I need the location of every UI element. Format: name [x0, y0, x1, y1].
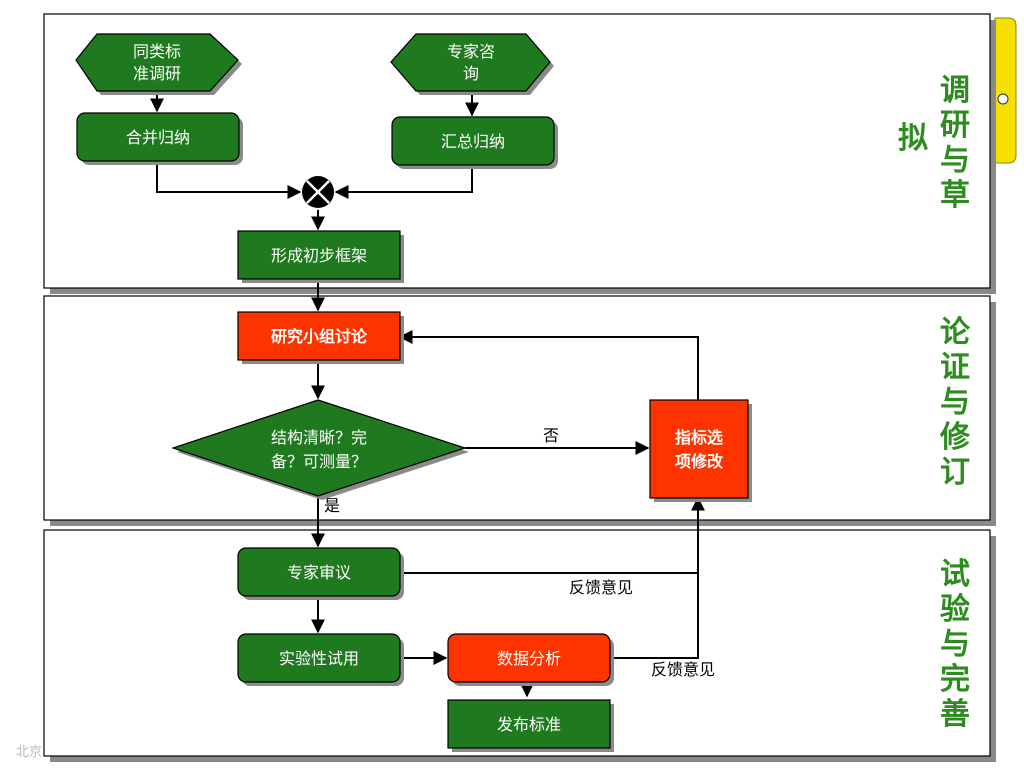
node-label-line: 准调研 [133, 64, 181, 83]
stage-label-char: 论 [940, 315, 971, 350]
connectors [150, 92, 705, 698]
tab-hole-icon [997, 93, 1009, 105]
node-collect-summarize: 汇总归纳 [391, 116, 558, 169]
node-label-line: 研究小组讨论 [271, 327, 368, 346]
node-label-line: 询 [463, 64, 479, 83]
stage-panel-2 [43, 295, 996, 526]
node-label-line: 项修改 [675, 452, 724, 471]
stage-label-char: 调 [940, 73, 970, 108]
stage-label-char: 验 [940, 592, 970, 627]
node-label-line: 合并归纳 [126, 128, 190, 147]
node-label-line: 专家咨 [447, 42, 495, 61]
edge-label-feedback-analysis: 反馈意见 [651, 660, 715, 679]
stage-label-char: 与 [940, 385, 970, 420]
stage-label-char: 研 [940, 108, 970, 143]
stage-label-char: 订 [940, 455, 970, 490]
node-merge-summarize: 合并归纳 [76, 112, 243, 165]
edge-revision-to-discussion [398, 330, 699, 400]
node-label-line: 发布标准 [497, 715, 561, 734]
node-label-line: 结构清晰？完 [271, 428, 367, 447]
stage-label-char: 与 [940, 627, 970, 662]
stage-label-char: 试 [940, 557, 970, 592]
node-publish-standard: 发布标准 [447, 699, 614, 752]
node-decision: 结构清晰？完备？可测量？ [171, 399, 469, 500]
edge-analysis-feedback [608, 573, 699, 659]
stage-label-char: 草 [940, 178, 970, 213]
node-label-line: 数据分析 [497, 649, 561, 668]
node-expert-review: 专家审议 [237, 547, 404, 600]
node-data-analysis: 数据分析 [447, 633, 614, 686]
edge-merge-to-junction [156, 162, 302, 199]
node-label-line: 备？可测量？ [271, 452, 367, 471]
node-label-line: 汇总归纳 [441, 132, 505, 151]
edge-label-no: 否 [543, 426, 559, 445]
edge-collect-to-junction [334, 164, 473, 199]
stage-label-char: 拟 [898, 121, 928, 156]
stage-label-char: 善 [940, 697, 970, 732]
stage-label-char: 与 [940, 143, 970, 178]
node-trial-use: 实验性试用 [237, 633, 404, 686]
edge-label-feedback-review: 反馈意见 [569, 578, 633, 597]
node-label-line: 形成初步框架 [271, 246, 367, 265]
edge-label-yes: 是 [324, 496, 340, 515]
yellow-tab [994, 17, 1017, 164]
stage-label-char: 修 [939, 420, 971, 455]
node-label-line: 同类标 [133, 42, 181, 61]
node-label-line: 指标选 [675, 428, 723, 447]
node-initial-framework: 形成初步框架 [237, 230, 404, 283]
stage-label-char: 完 [940, 662, 970, 697]
footer-text: 北京 [16, 745, 42, 760]
stage-label-char: 证 [940, 350, 970, 385]
node-label-line: 实验性试用 [279, 649, 359, 668]
node-label-line: 专家审议 [287, 563, 351, 582]
junction-icon [302, 176, 334, 208]
node-group-discussion: 研究小组讨论 [237, 311, 404, 364]
